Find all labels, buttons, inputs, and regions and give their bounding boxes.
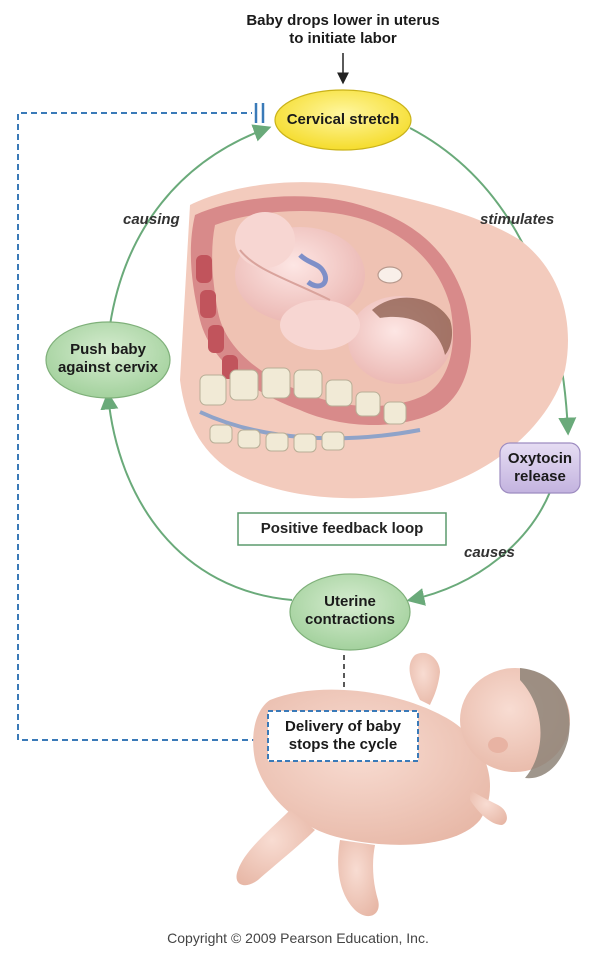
oxytocin-line1: Oxytocin bbox=[500, 450, 580, 468]
oxytocin-line2: release bbox=[500, 468, 580, 486]
delivery-line2: stops the cycle bbox=[268, 736, 418, 754]
edge-label-causes: causes bbox=[464, 544, 515, 561]
newborn-baby-illustration bbox=[236, 653, 570, 916]
loop-title: Positive feedback loop bbox=[238, 520, 446, 537]
push-line1: Push baby bbox=[46, 341, 170, 359]
push-line2: against cervix bbox=[46, 359, 170, 377]
uterine-contractions-label: Uterine contractions bbox=[290, 593, 410, 629]
delivery-line1: Delivery of baby bbox=[268, 718, 418, 736]
uterine-line1: Uterine bbox=[290, 593, 410, 611]
push-baby-label: Push baby against cervix bbox=[46, 341, 170, 377]
cervical-stretch-label: Cervical stretch bbox=[275, 111, 411, 129]
copyright: Copyright © 2009 Pearson Education, Inc. bbox=[0, 930, 596, 946]
edge-label-stimulates: stimulates bbox=[480, 211, 554, 228]
uterine-line2: contractions bbox=[290, 611, 410, 629]
top-label-line1: Baby drops lower in uterus bbox=[212, 12, 474, 30]
edge-label-causing: causing bbox=[123, 211, 180, 228]
top-label-line2: to initiate labor bbox=[212, 30, 474, 48]
oxytocin-label: Oxytocin release bbox=[500, 450, 580, 486]
delivery-label: Delivery of baby stops the cycle bbox=[268, 718, 418, 754]
inhibition-bars bbox=[256, 103, 263, 123]
top-label: Baby drops lower in uterus to initiate l… bbox=[212, 12, 474, 48]
